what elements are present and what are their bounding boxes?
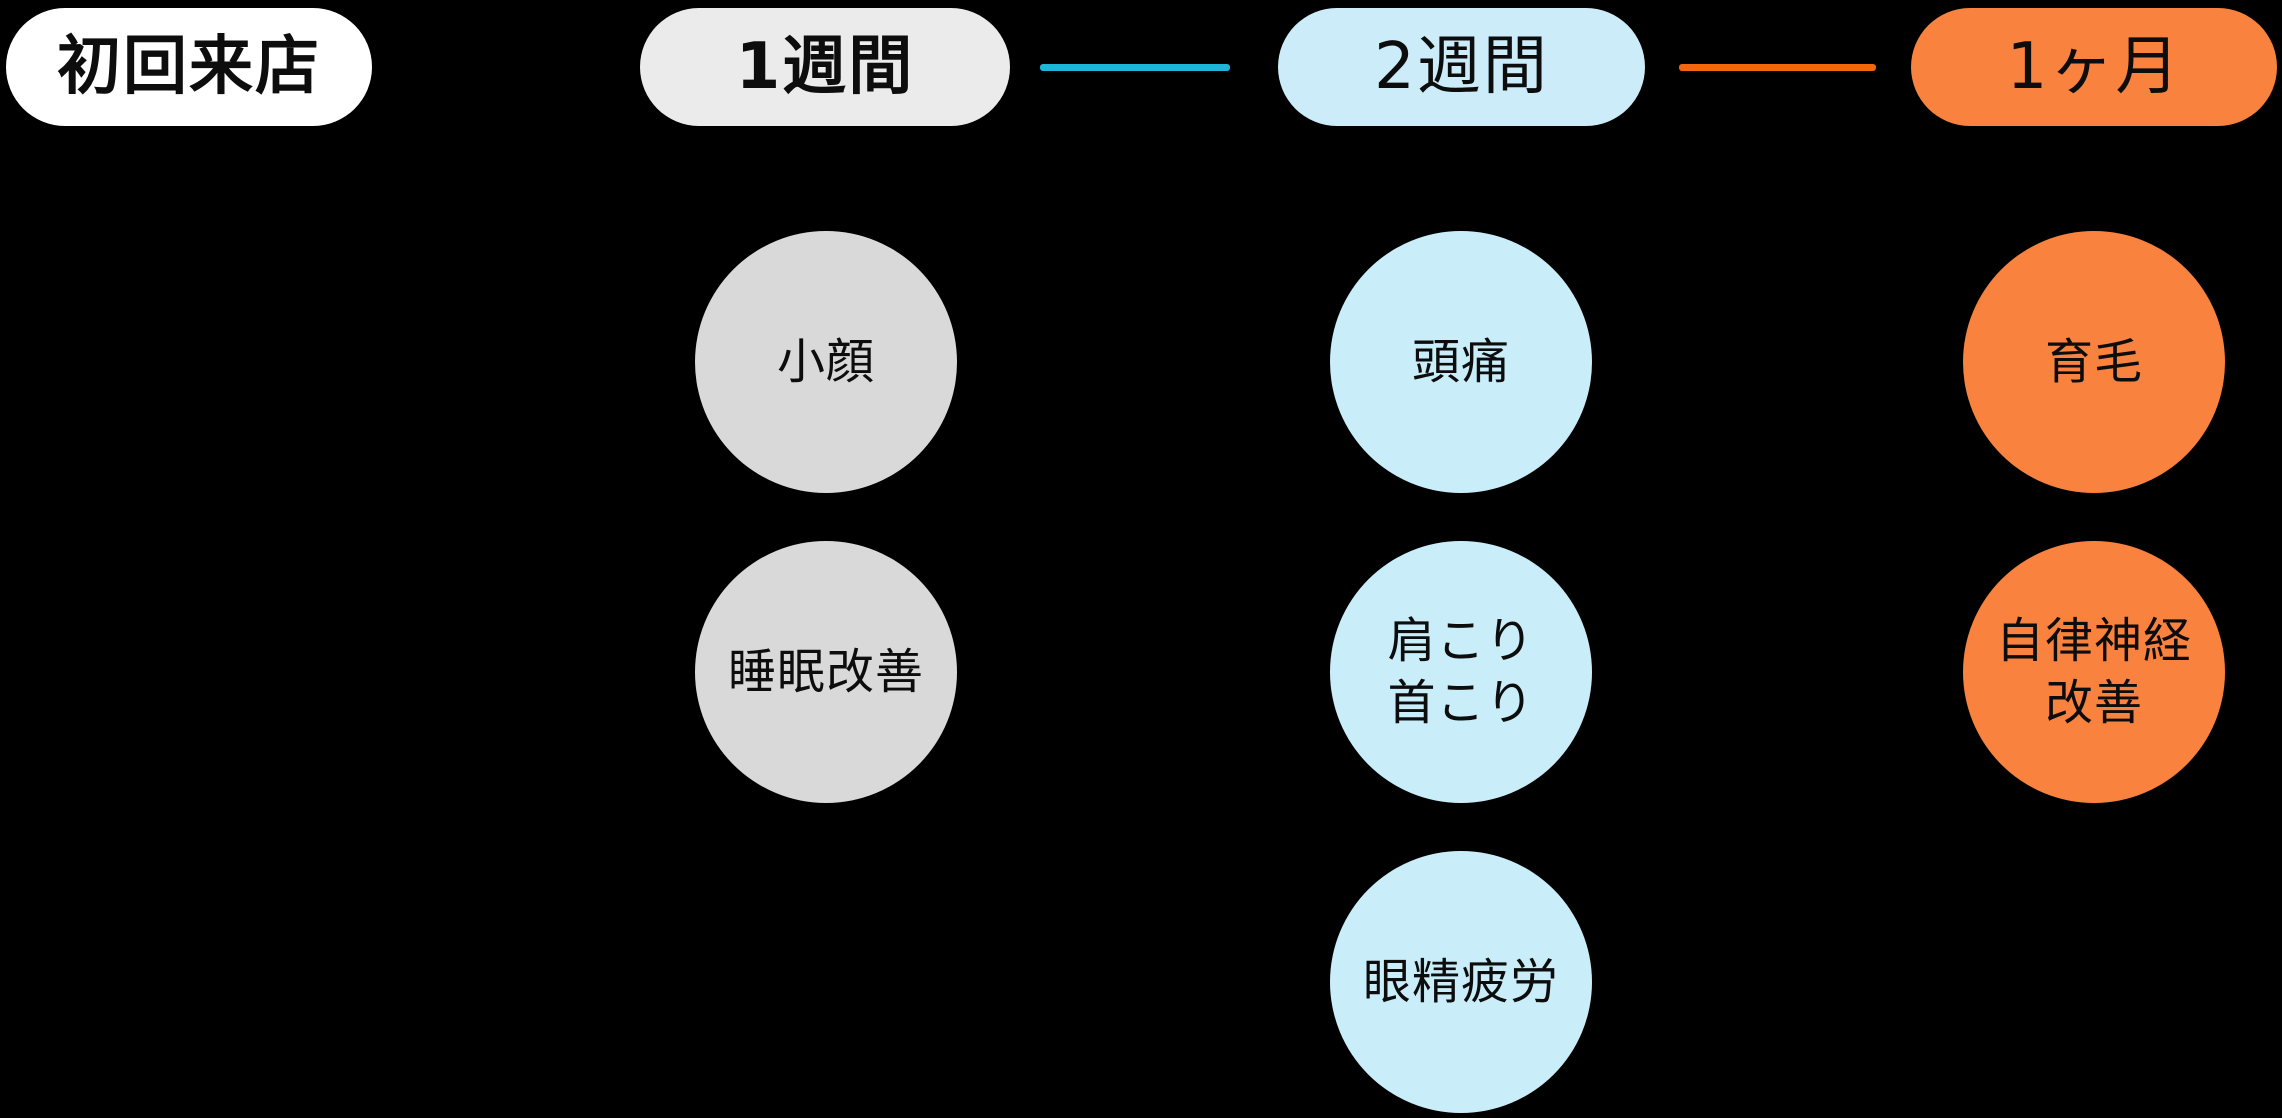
connector-line-2weeks-to-1month: [1679, 64, 1876, 71]
effect-node-shoulder-neck-stiffness: 肩こり 首こり: [1330, 541, 1592, 803]
effect-node-sleep-improvement: 睡眠改善: [695, 541, 957, 803]
stage-pill-1-week: 1週間: [640, 8, 1010, 126]
stage-pill-first-visit: 初回来店: [6, 8, 372, 126]
connector-line-1week-to-2weeks: [1040, 64, 1230, 71]
effect-node-hair-growth: 育毛: [1963, 231, 2225, 493]
stage-pill-1-month: 1ヶ月: [1911, 8, 2277, 126]
effect-node-headache: 頭痛: [1330, 231, 1592, 493]
stage-pill-2-weeks: 2週間: [1278, 8, 1645, 126]
effect-node-autonomic-nerve-improvement: 自律神経 改善: [1963, 541, 2225, 803]
effect-node-eye-strain: 眼精疲労: [1330, 851, 1592, 1113]
effect-node-small-face: 小顔: [695, 231, 957, 493]
